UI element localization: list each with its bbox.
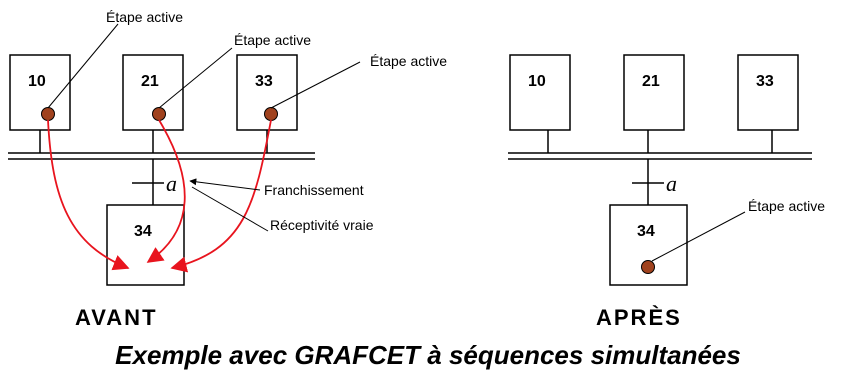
step-33-box [737, 54, 799, 131]
after-grafcet: 10 21 33 a 34 Étape active APRÈS [508, 54, 825, 330]
diagram-caption: Exemple avec GRAFCET à séquences simulta… [115, 340, 741, 370]
step-34-label: 34 [637, 223, 655, 240]
step-10-label: 10 [28, 73, 46, 90]
active-step-label: Étape active [234, 32, 311, 48]
step-10-box [509, 54, 571, 131]
transition-label: a [666, 171, 677, 196]
token-move-arrow [146, 119, 186, 263]
franchissement-label: Franchissement [264, 182, 364, 198]
step-21-label: 21 [642, 73, 660, 90]
token-move-arrow [170, 119, 272, 273]
active-token [152, 107, 166, 121]
step-10-box [9, 54, 71, 131]
step-33-label: 33 [756, 73, 774, 90]
active-token [264, 107, 278, 121]
active-step-label: Étape active [748, 198, 825, 214]
step-34-box [106, 204, 185, 286]
step-21-box [623, 54, 685, 131]
step-21-label: 21 [141, 73, 159, 90]
receptivite-label: Réceptivité vraie [270, 217, 374, 233]
active-token [641, 260, 655, 274]
token-move-arrow [47, 119, 130, 271]
before-grafcet: 10 21 33 a 34 Étape active Étape active … [8, 9, 447, 330]
transition-label: a [166, 171, 177, 196]
active-step-label: Étape active [370, 53, 447, 69]
step-21-box [122, 54, 184, 131]
step-10-label: 10 [528, 73, 546, 90]
step-33-label: 33 [255, 73, 273, 90]
active-step-label: Étape active [106, 9, 183, 25]
step-34-label: 34 [134, 223, 152, 240]
after-title: APRÈS [596, 305, 682, 330]
before-title: AVANT [75, 305, 158, 330]
active-token [41, 107, 55, 121]
